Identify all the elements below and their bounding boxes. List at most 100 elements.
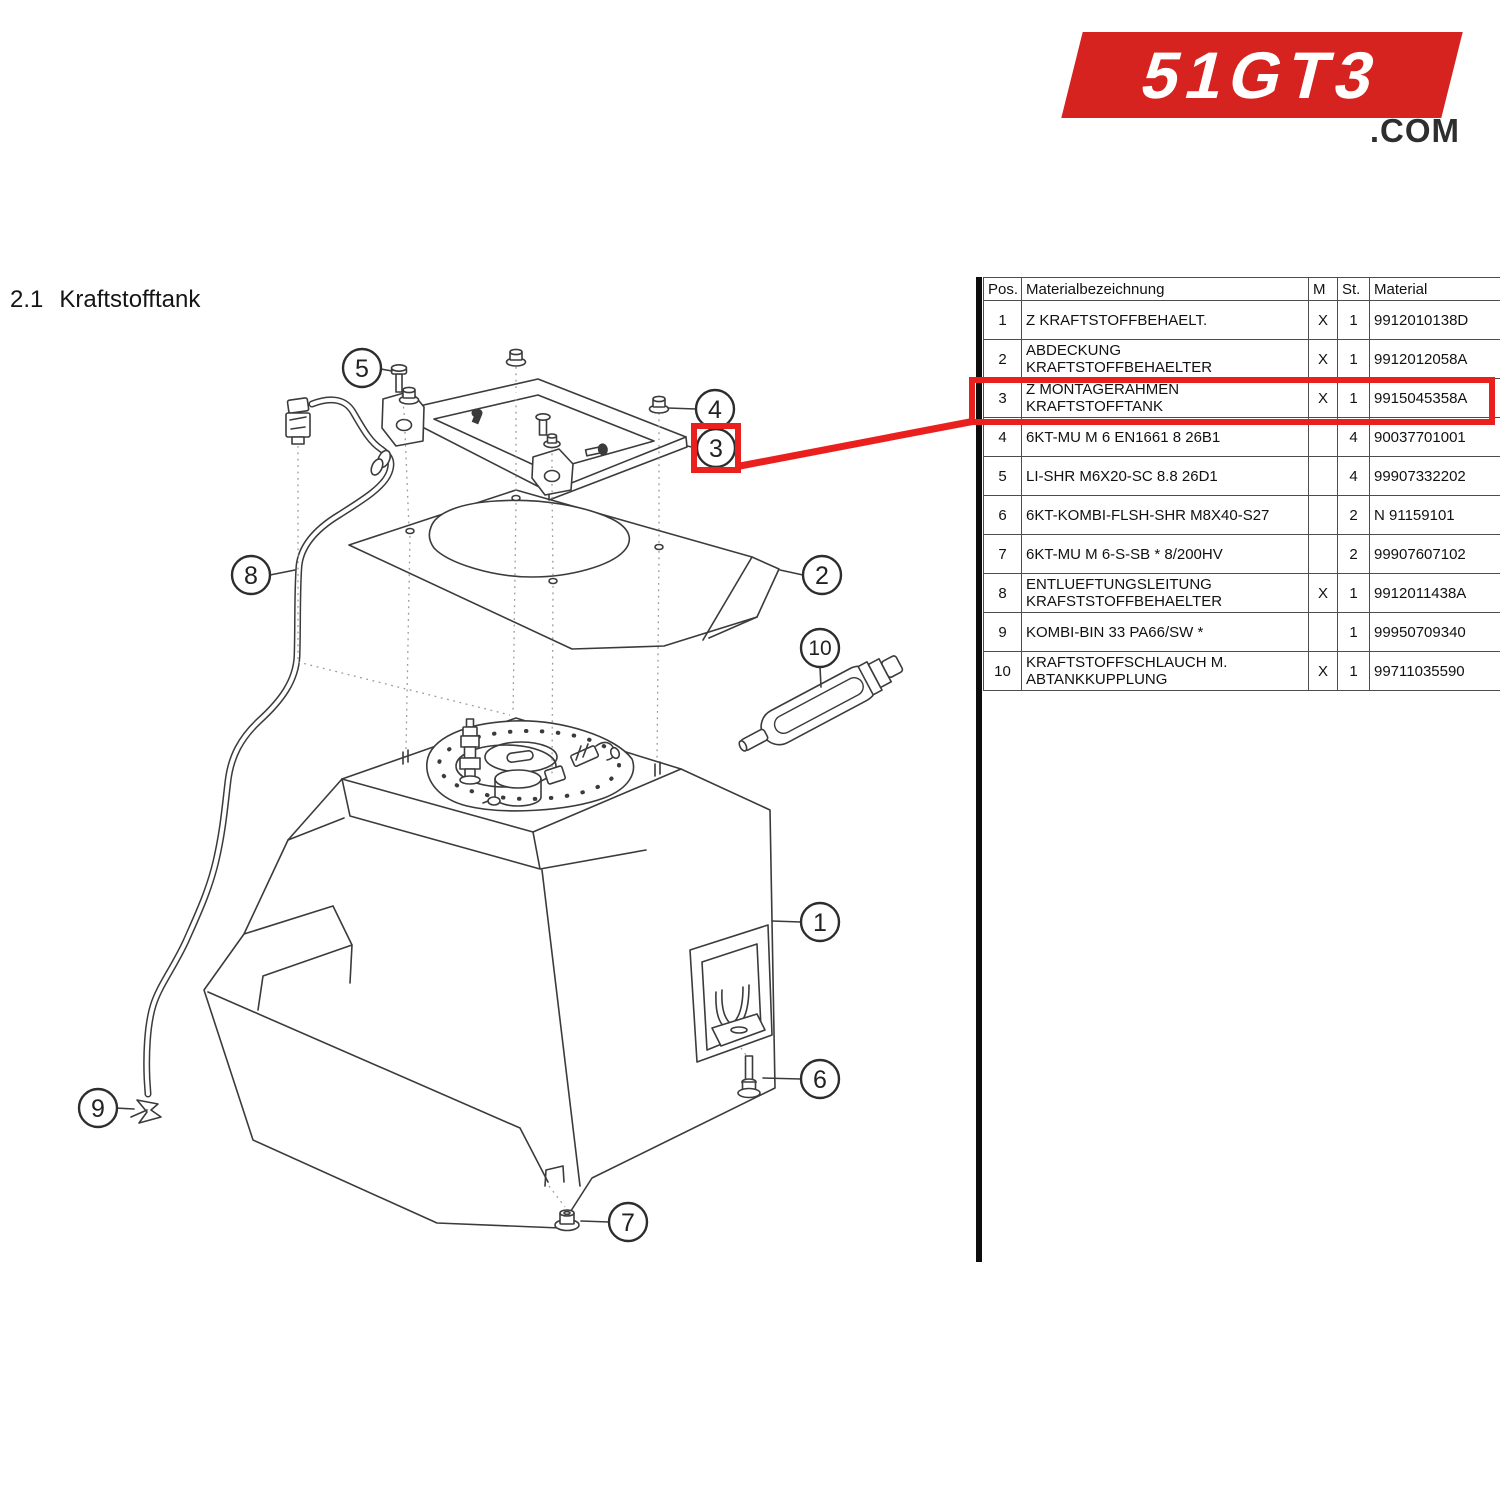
cell-name: ENTLUEFTUNGSLEITUNG KRAFSTSTOFFBEHAELTER bbox=[1021, 573, 1309, 613]
svg-text:9: 9 bbox=[91, 1095, 105, 1123]
cell-m: X bbox=[1308, 573, 1338, 613]
parts-table: Pos. Materialbezeichnung M St. Material … bbox=[983, 277, 1500, 691]
cell-m bbox=[1308, 534, 1338, 574]
cell-pos: 1 bbox=[983, 300, 1022, 340]
table-row[interactable]: 6 6KT-KOMBI-FLSH-SHR M8X40-S27 2 N 91159… bbox=[983, 495, 1500, 535]
cell-pos: 3 bbox=[983, 378, 1022, 418]
clip-9-hardware bbox=[130, 1099, 162, 1124]
cell-m: X bbox=[1308, 651, 1338, 691]
cell-m bbox=[1308, 612, 1338, 652]
frame-side-bolt bbox=[584, 443, 608, 457]
callout-8: 8 bbox=[230, 554, 296, 596]
fuel-valve bbox=[459, 718, 481, 785]
header-material: Material bbox=[1369, 277, 1500, 301]
cell-m: X bbox=[1308, 300, 1338, 340]
cell-material: 9912011438A bbox=[1369, 573, 1500, 613]
table-row[interactable]: 9 KOMBI-BIN 33 PA66/SW * 1 99950709340 bbox=[983, 612, 1500, 652]
cell-qty: 1 bbox=[1337, 612, 1370, 652]
svg-text:8: 8 bbox=[244, 562, 258, 590]
cell-qty: 1 bbox=[1337, 339, 1370, 379]
table-row[interactable]: 2 ABDECKUNG KRAFTSTOFFBEHAELTER X 1 9912… bbox=[983, 339, 1500, 379]
cell-pos: 5 bbox=[983, 456, 1022, 496]
cell-material: 9915045358A bbox=[1369, 378, 1500, 418]
nut-7-hardware bbox=[554, 1209, 580, 1232]
svg-text:7: 7 bbox=[621, 1209, 635, 1237]
header-m: M bbox=[1308, 277, 1338, 301]
cell-pos: 9 bbox=[983, 612, 1022, 652]
cell-qty: 1 bbox=[1337, 378, 1370, 418]
table-row[interactable]: 10 KRAFTSTOFFSCHLAUCH M. ABTANKKUPPLUNG … bbox=[983, 651, 1500, 691]
cell-name: KOMBI-BIN 33 PA66/SW * bbox=[1021, 612, 1309, 652]
highlight-callout-3 bbox=[691, 417, 976, 473]
cell-m bbox=[1308, 495, 1338, 535]
header-name: Materialbezeichnung bbox=[1021, 277, 1309, 301]
cell-material: N 91159101 bbox=[1369, 495, 1500, 535]
cell-qty: 2 bbox=[1337, 534, 1370, 574]
cell-pos: 7 bbox=[983, 534, 1022, 574]
cell-pos: 8 bbox=[983, 573, 1022, 613]
pump-fitting bbox=[543, 741, 621, 785]
table-row[interactable]: 8 ENTLUEFTUNGSLEITUNG KRAFSTSTOFFBEHAELT… bbox=[983, 573, 1500, 613]
table-row[interactable]: 5 LI-SHR M6X20-SC 8.8 26D1 4 99907332202 bbox=[983, 456, 1500, 496]
table-row[interactable]: 1 Z KRAFTSTOFFBEHAELT. X 1 9912010138D bbox=[983, 300, 1500, 340]
section-title-text: Kraftstofftank bbox=[59, 286, 201, 313]
cell-material: 90037701001 bbox=[1369, 417, 1500, 457]
fuel-tank bbox=[203, 717, 776, 1229]
logo-brand-text: 51GT3 bbox=[1134, 38, 1390, 112]
section-number: 2.1 bbox=[10, 286, 44, 313]
cell-m: X bbox=[1308, 378, 1338, 418]
svg-text:3: 3 bbox=[709, 435, 723, 463]
callout-1: 1 bbox=[771, 901, 841, 943]
cell-name: LI-SHR M6X20-SC 8.8 26D1 bbox=[1021, 456, 1309, 496]
cell-name: 6KT-KOMBI-FLSH-SHR M8X40-S27 bbox=[1021, 495, 1309, 535]
cell-name: Z KRAFTSTOFFBEHAELT. bbox=[1021, 300, 1309, 340]
cell-qty: 2 bbox=[1337, 495, 1370, 535]
construction-lines bbox=[297, 367, 747, 1208]
cell-name: 6KT-MU M 6-S-SB * 8/200HV bbox=[1021, 534, 1309, 574]
callout-10: 10 bbox=[799, 627, 841, 688]
cell-material: 99950709340 bbox=[1369, 612, 1500, 652]
cell-m bbox=[1308, 456, 1338, 496]
cell-qty: 1 bbox=[1337, 300, 1370, 340]
table-row-highlighted[interactable]: 3 Z MONTAGERAHMEN KRAFTSTOFFTANK X 1 991… bbox=[983, 378, 1500, 418]
svg-text:6: 6 bbox=[813, 1066, 827, 1094]
callout-9: 9 bbox=[77, 1087, 135, 1129]
svg-text:10: 10 bbox=[808, 637, 831, 660]
svg-text:4: 4 bbox=[708, 396, 722, 424]
header-qty: St. bbox=[1337, 277, 1370, 301]
highlight-connector-line bbox=[739, 417, 976, 470]
page-title: 2.1 Kraftstofftank bbox=[10, 286, 200, 314]
table-row[interactable]: 7 6KT-MU M 6-S-SB * 8/200HV 2 9990760710… bbox=[983, 534, 1500, 574]
vent-line bbox=[143, 396, 395, 1098]
cell-material: 99907332202 bbox=[1369, 456, 1500, 496]
cell-qty: 4 bbox=[1337, 456, 1370, 496]
cell-pos: 10 bbox=[983, 651, 1022, 691]
table-header-row: Pos. Materialbezeichnung M St. Material bbox=[983, 277, 1500, 301]
cell-name: 6KT-MU M 6 EN1661 8 26B1 bbox=[1021, 417, 1309, 457]
callout-4: 4 bbox=[667, 388, 736, 430]
cell-qty: 1 bbox=[1337, 651, 1370, 691]
header-pos: Pos. bbox=[983, 277, 1022, 301]
svg-text:5: 5 bbox=[355, 355, 369, 383]
bolt-6-hardware bbox=[737, 1055, 761, 1099]
callout-7: 7 bbox=[580, 1201, 649, 1243]
callout-5: 5 bbox=[341, 347, 393, 389]
frame-middle-bolt bbox=[535, 412, 561, 449]
cell-qty: 1 bbox=[1337, 573, 1370, 613]
svg-text:2: 2 bbox=[815, 562, 829, 590]
cell-material: 9912010138D bbox=[1369, 300, 1500, 340]
table-row[interactable]: 4 6KT-MU M 6 EN1661 8 26B1 4 90037701001 bbox=[983, 417, 1500, 457]
cover-plate bbox=[348, 489, 780, 650]
svg-text:1: 1 bbox=[813, 909, 827, 937]
vent-line-connector bbox=[285, 397, 311, 445]
nut-under-bolt5 bbox=[398, 386, 420, 405]
callout-6: 6 bbox=[762, 1058, 841, 1100]
cell-m bbox=[1308, 417, 1338, 457]
logo: 51GT3 bbox=[1061, 32, 1463, 118]
cell-pos: 2 bbox=[983, 339, 1022, 379]
cell-material: 99711035590 bbox=[1369, 651, 1500, 691]
cell-qty: 4 bbox=[1337, 417, 1370, 457]
cell-pos: 4 bbox=[983, 417, 1022, 457]
table-left-bar bbox=[976, 277, 982, 1262]
